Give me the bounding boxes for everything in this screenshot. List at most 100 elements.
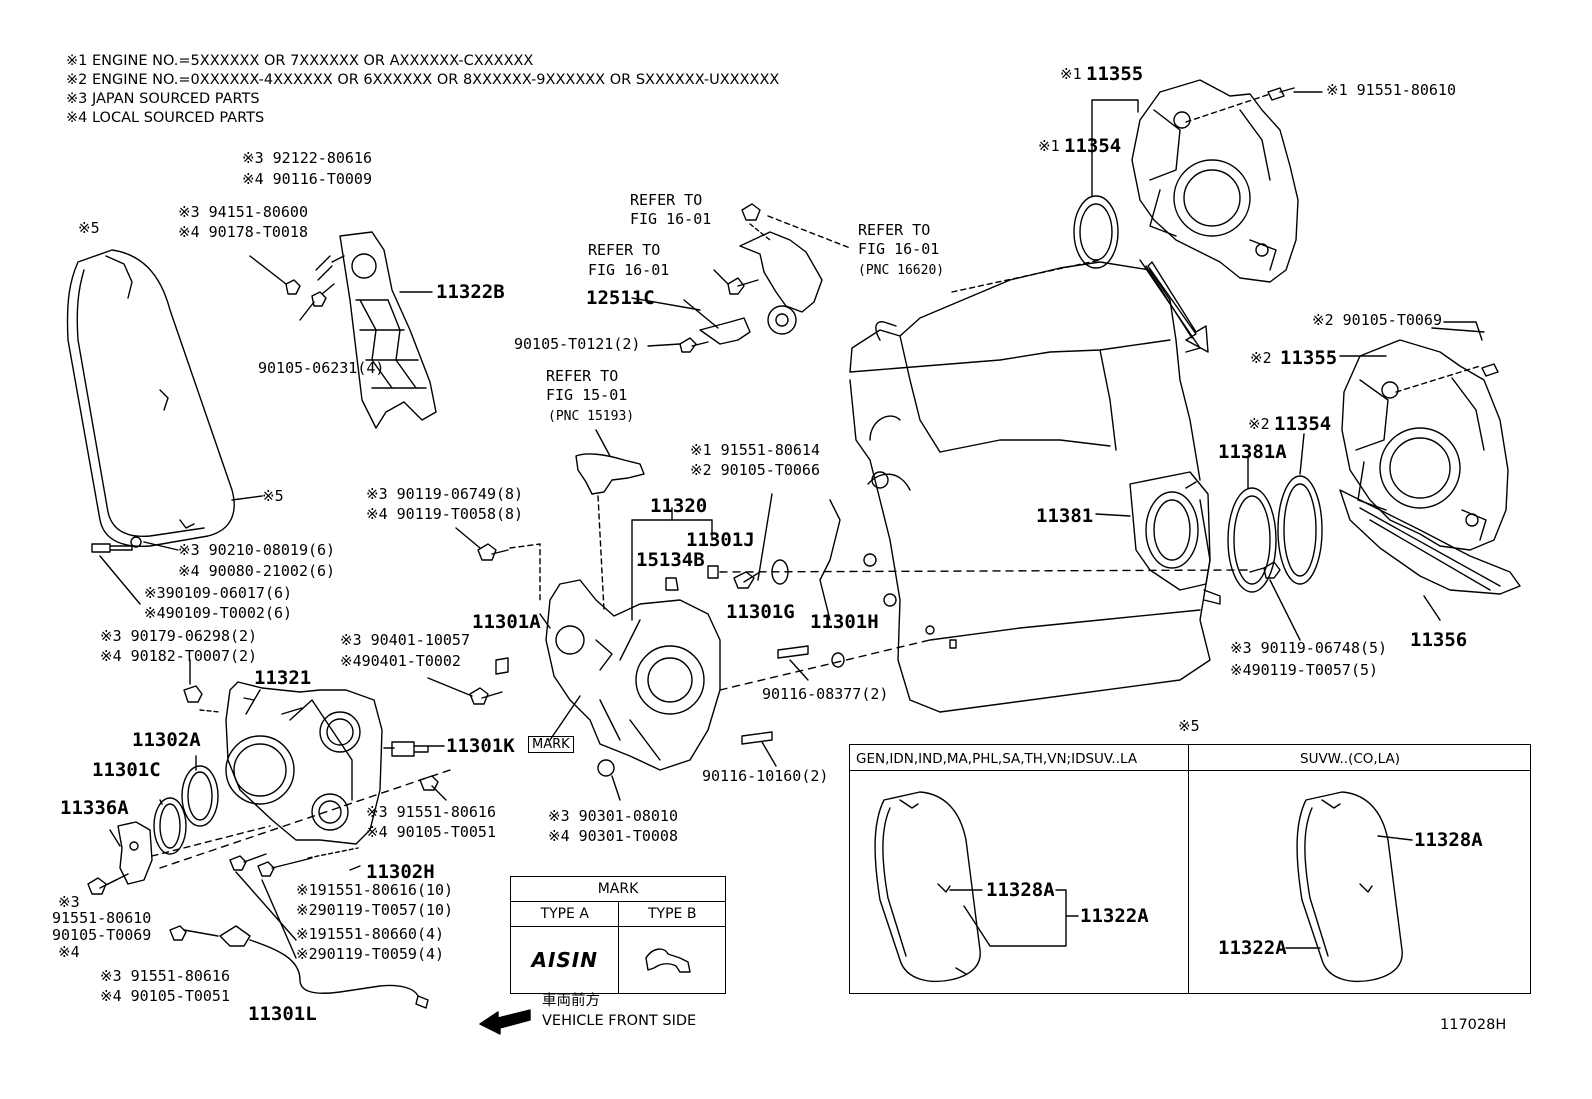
callout-star5-mid: ※5 <box>262 487 284 505</box>
callout-90182[interactable]: ※4 90182-T0007(2) <box>100 647 258 665</box>
refer-3-line-c[interactable]: (PNC 16620) <box>858 263 945 278</box>
callout-star5-top: ※5 <box>78 219 100 237</box>
vehicle-front-label: VEHICLE FRONT SIDE <box>542 1013 697 1029</box>
callout-11322A-left[interactable]: 11322A <box>1080 905 1149 927</box>
callout-90179[interactable]: ※3 90179-06298(2) <box>100 627 258 645</box>
callout-11301L[interactable]: 11301L <box>248 1003 317 1025</box>
callout-90119-t0057-10[interactable]: ※290119-T0057(10) <box>296 901 454 919</box>
callout-11336A[interactable]: 11336A <box>60 797 129 819</box>
mark-type-b-cell <box>618 926 726 994</box>
callout-90109-t0002[interactable]: ※490109-T0002(6) <box>144 604 293 622</box>
callout-90109-06017[interactable]: ※390109-06017(6) <box>144 584 293 602</box>
callout-91551-80610-left[interactable]: 91551-80610 <box>52 909 152 927</box>
callout-90116-10160[interactable]: 90116-10160(2) <box>702 767 829 785</box>
callout-star2-11354: ※2 <box>1248 415 1270 433</box>
callout-90105-t0066[interactable]: ※2 90105-T0066 <box>690 461 820 479</box>
callout-11356[interactable]: 11356 <box>1410 629 1468 651</box>
callout-90401-10057[interactable]: ※3 90401-10057 <box>340 631 470 649</box>
callout-90301-08010[interactable]: ※3 90301-08010 <box>548 807 678 825</box>
refer-1-line-a[interactable]: REFER TO <box>630 191 703 209</box>
callout-90080[interactable]: ※4 90080-21002(6) <box>178 562 336 580</box>
callout-91551-80616-10[interactable]: ※191551-80616(10) <box>296 881 454 899</box>
seal-11354-1 <box>1073 195 1119 269</box>
refer-1-line-b[interactable]: FIG 16-01 <box>630 210 712 228</box>
callout-11321[interactable]: 11321 <box>254 667 312 689</box>
callout-11301J[interactable]: 11301J <box>686 529 755 551</box>
callout-90119-t0058[interactable]: ※4 90119-T0058(8) <box>366 505 524 523</box>
callout-11301K[interactable]: 11301K <box>446 735 515 757</box>
callout-90116-t0009[interactable]: ※4 90116-T0009 <box>242 170 372 188</box>
refer-4-line-c[interactable]: (PNC 15193) <box>548 409 635 424</box>
callout-91551-80660[interactable]: ※191551-80660(4) <box>296 925 445 943</box>
callout-91551-80614[interactable]: ※1 91551-80614 <box>690 441 820 459</box>
callout-90116-08377[interactable]: 90116-08377(2) <box>762 685 889 703</box>
callout-90105-t0051-b[interactable]: ※4 90105-T0051 <box>100 987 230 1005</box>
callout-11355-1[interactable]: 11355 <box>1086 63 1144 85</box>
callout-11322B[interactable]: 11322B <box>436 281 505 303</box>
bolts-lower-left <box>87 847 359 959</box>
callout-11301H[interactable]: 11301H <box>810 611 879 633</box>
end-plate-11355-1 <box>1131 79 1299 283</box>
tensioner-assy <box>679 203 851 353</box>
callout-11320[interactable]: 11320 <box>650 495 708 517</box>
callout-11354-1[interactable]: 11354 <box>1064 135 1122 157</box>
callout-90401-t0002[interactable]: ※490401-T0002 <box>340 652 461 670</box>
callout-11381[interactable]: 11381 <box>1036 505 1094 527</box>
callout-11302A[interactable]: 11302A <box>132 729 201 751</box>
bolts-gear-case <box>183 527 541 713</box>
mark-table: MARK TYPE A TYPE B AISIN <box>509 876 726 994</box>
callout-91551-80610-top[interactable]: ※1 91551-80610 <box>1326 81 1456 99</box>
variant-header-divider <box>849 770 1531 771</box>
note-1: ※1 ENGINE NO.=5XXXXXX OR 7XXXXXX OR AXXX… <box>66 53 534 69</box>
callout-11322A-right[interactable]: 11322A <box>1218 937 1287 959</box>
refer-3-line-a[interactable]: REFER TO <box>858 221 931 239</box>
callout-94151[interactable]: ※3 94151-80600 <box>178 203 308 221</box>
callout-90105-t0069-left[interactable]: 90105-T0069 <box>52 926 152 944</box>
callout-90105-06231[interactable]: 90105-06231(4) <box>258 359 385 377</box>
vehicle-front-jp: 車両前方 <box>542 993 600 1009</box>
callout-11328A-right[interactable]: 11328A <box>1414 829 1483 851</box>
callout-90210[interactable]: ※3 90210-08019(6) <box>178 541 336 559</box>
callout-12511C[interactable]: 12511C <box>586 287 655 309</box>
callout-90119-t0057-5[interactable]: ※490119-T0057(5) <box>1230 661 1379 679</box>
callout-star2-11355: ※2 <box>1250 349 1272 367</box>
diagram-id: 117028H <box>1440 1017 1507 1033</box>
bolts-cover <box>91 536 179 605</box>
callout-91551-80616-a[interactable]: ※3 91551-80616 <box>366 803 496 821</box>
callout-11301C[interactable]: 11301C <box>92 759 161 781</box>
timing-case-11321 <box>225 681 383 845</box>
callout-90105-t0121[interactable]: 90105-T0121(2) <box>514 335 641 353</box>
refer-2-line-b[interactable]: FIG 16-01 <box>588 261 670 279</box>
callout-90119-06749[interactable]: ※3 90119-06749(8) <box>366 485 524 503</box>
callout-90105-t0069-right[interactable]: ※2 90105-T0069 <box>1312 311 1442 329</box>
callout-11328A-left[interactable]: 11328A <box>986 879 1055 901</box>
refer-2-line-a[interactable]: REFER TO <box>588 241 661 259</box>
mark-tag[interactable]: MARK <box>528 736 574 753</box>
callout-star3-left: ※3 <box>58 893 80 911</box>
bolts-11322B <box>249 255 345 321</box>
callout-11354-2[interactable]: 11354 <box>1274 413 1332 435</box>
refer-4-line-a[interactable]: REFER TO <box>546 367 619 385</box>
callout-90105-t0051-a[interactable]: ※4 90105-T0051 <box>366 823 496 841</box>
engine-block <box>819 259 1211 713</box>
variant-right-header: SUVW..(CO,LA) <box>1300 751 1401 767</box>
callout-11381A[interactable]: 11381A <box>1218 441 1287 463</box>
callout-90178[interactable]: ※4 90178-T0018 <box>178 223 308 241</box>
variant-left-header: GEN,IDN,IND,MA,PHL,SA,TH,VN;IDSUV..LA <box>856 751 1138 767</box>
callout-90119-t0059[interactable]: ※290119-T0059(4) <box>296 945 445 963</box>
refer-3-line-b[interactable]: FIG 16-01 <box>858 240 940 258</box>
callout-90301-t0008[interactable]: ※4 90301-T0008 <box>548 827 678 845</box>
callout-91551-80616-b[interactable]: ※3 91551-80616 <box>100 967 230 985</box>
callout-92122[interactable]: ※3 92122-80616 <box>242 149 372 167</box>
mark-type-b-header: TYPE B <box>618 901 726 927</box>
callout-11301A[interactable]: 11301A <box>472 611 541 633</box>
studs-right <box>597 645 845 801</box>
note-3: ※3 JAPAN SOURCED PARTS <box>66 91 260 107</box>
callout-11301G[interactable]: 11301G <box>726 601 795 623</box>
callout-90119-06748[interactable]: ※3 90119-06748(5) <box>1230 639 1388 657</box>
callout-11355-2[interactable]: 11355 <box>1280 347 1338 369</box>
callout-11302H[interactable]: 11302H <box>366 861 435 883</box>
refer-4-line-b[interactable]: FIG 15-01 <box>546 386 628 404</box>
callout-15134B[interactable]: 15134B <box>636 549 705 571</box>
